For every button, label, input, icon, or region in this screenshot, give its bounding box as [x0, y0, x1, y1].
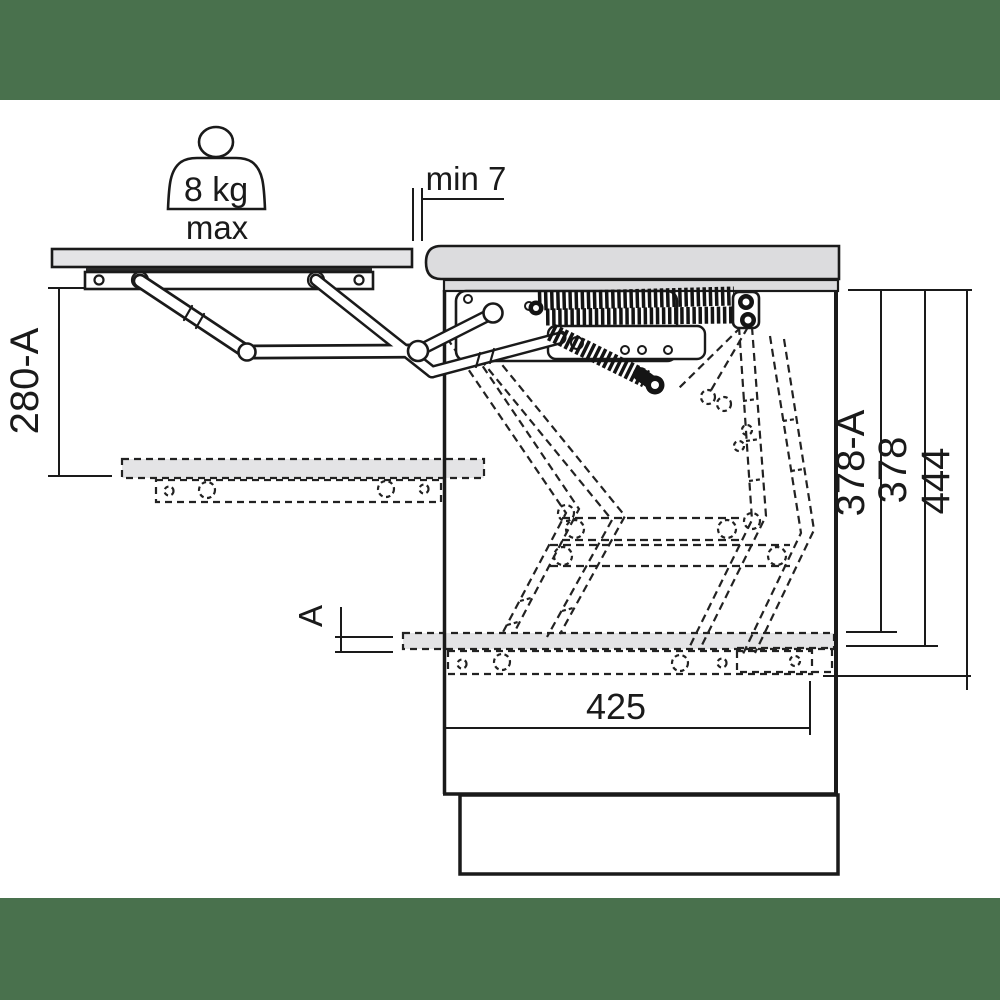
- spring-upper: [537, 286, 735, 311]
- label-inner-height: 378: [871, 437, 915, 504]
- lowered-tray-board: [120, 457, 486, 480]
- bottom-banner: [0, 898, 1000, 1000]
- lowered-tray-rail: [154, 478, 443, 504]
- dimension-depth: [445, 681, 811, 735]
- label-min-gap: min 7: [426, 160, 507, 197]
- countertop-slab: [424, 244, 841, 281]
- anchor-bracket: [731, 290, 761, 330]
- stowed-tray-rail: [446, 649, 814, 676]
- label-height-open: 280-A: [3, 327, 47, 434]
- top-banner: [0, 0, 1000, 100]
- weight-body: [166, 156, 267, 211]
- spring-assembly: [528, 286, 735, 395]
- stowed-tray-board: [401, 631, 836, 651]
- dimension-height-open: [48, 287, 112, 477]
- weight-icon: 8 kg max: [166, 125, 267, 246]
- dimension-min-gap: [412, 188, 504, 241]
- folded-arms-left: [446, 333, 627, 638]
- label-depth: 425: [586, 686, 646, 727]
- dimensions: [48, 188, 972, 735]
- folded-arms-right: [676, 326, 816, 657]
- weight-value: 8 kg: [184, 171, 248, 209]
- cabinet-base: [458, 793, 840, 876]
- label-inner-height-minus-a: 378-A: [829, 409, 873, 516]
- dimension-thickness: [335, 607, 393, 653]
- tray-board: [50, 247, 414, 269]
- cabinet: [442, 250, 840, 876]
- spring-diagonal: [547, 323, 650, 388]
- weight-caption: max: [186, 209, 249, 246]
- pivots: [237, 302, 504, 363]
- dimension-right-stack: [823, 289, 972, 690]
- mechanism: [132, 273, 761, 395]
- folded-rail-bars: [550, 516, 790, 568]
- extended-tray: [50, 247, 414, 291]
- countertop-edge-strip: [442, 278, 840, 293]
- label-overall-height: 444: [914, 448, 958, 515]
- label-thickness: A: [292, 605, 329, 627]
- spring-lower: [545, 306, 734, 326]
- folded-spring-rungs: [506, 397, 805, 627]
- countertop: [424, 244, 841, 293]
